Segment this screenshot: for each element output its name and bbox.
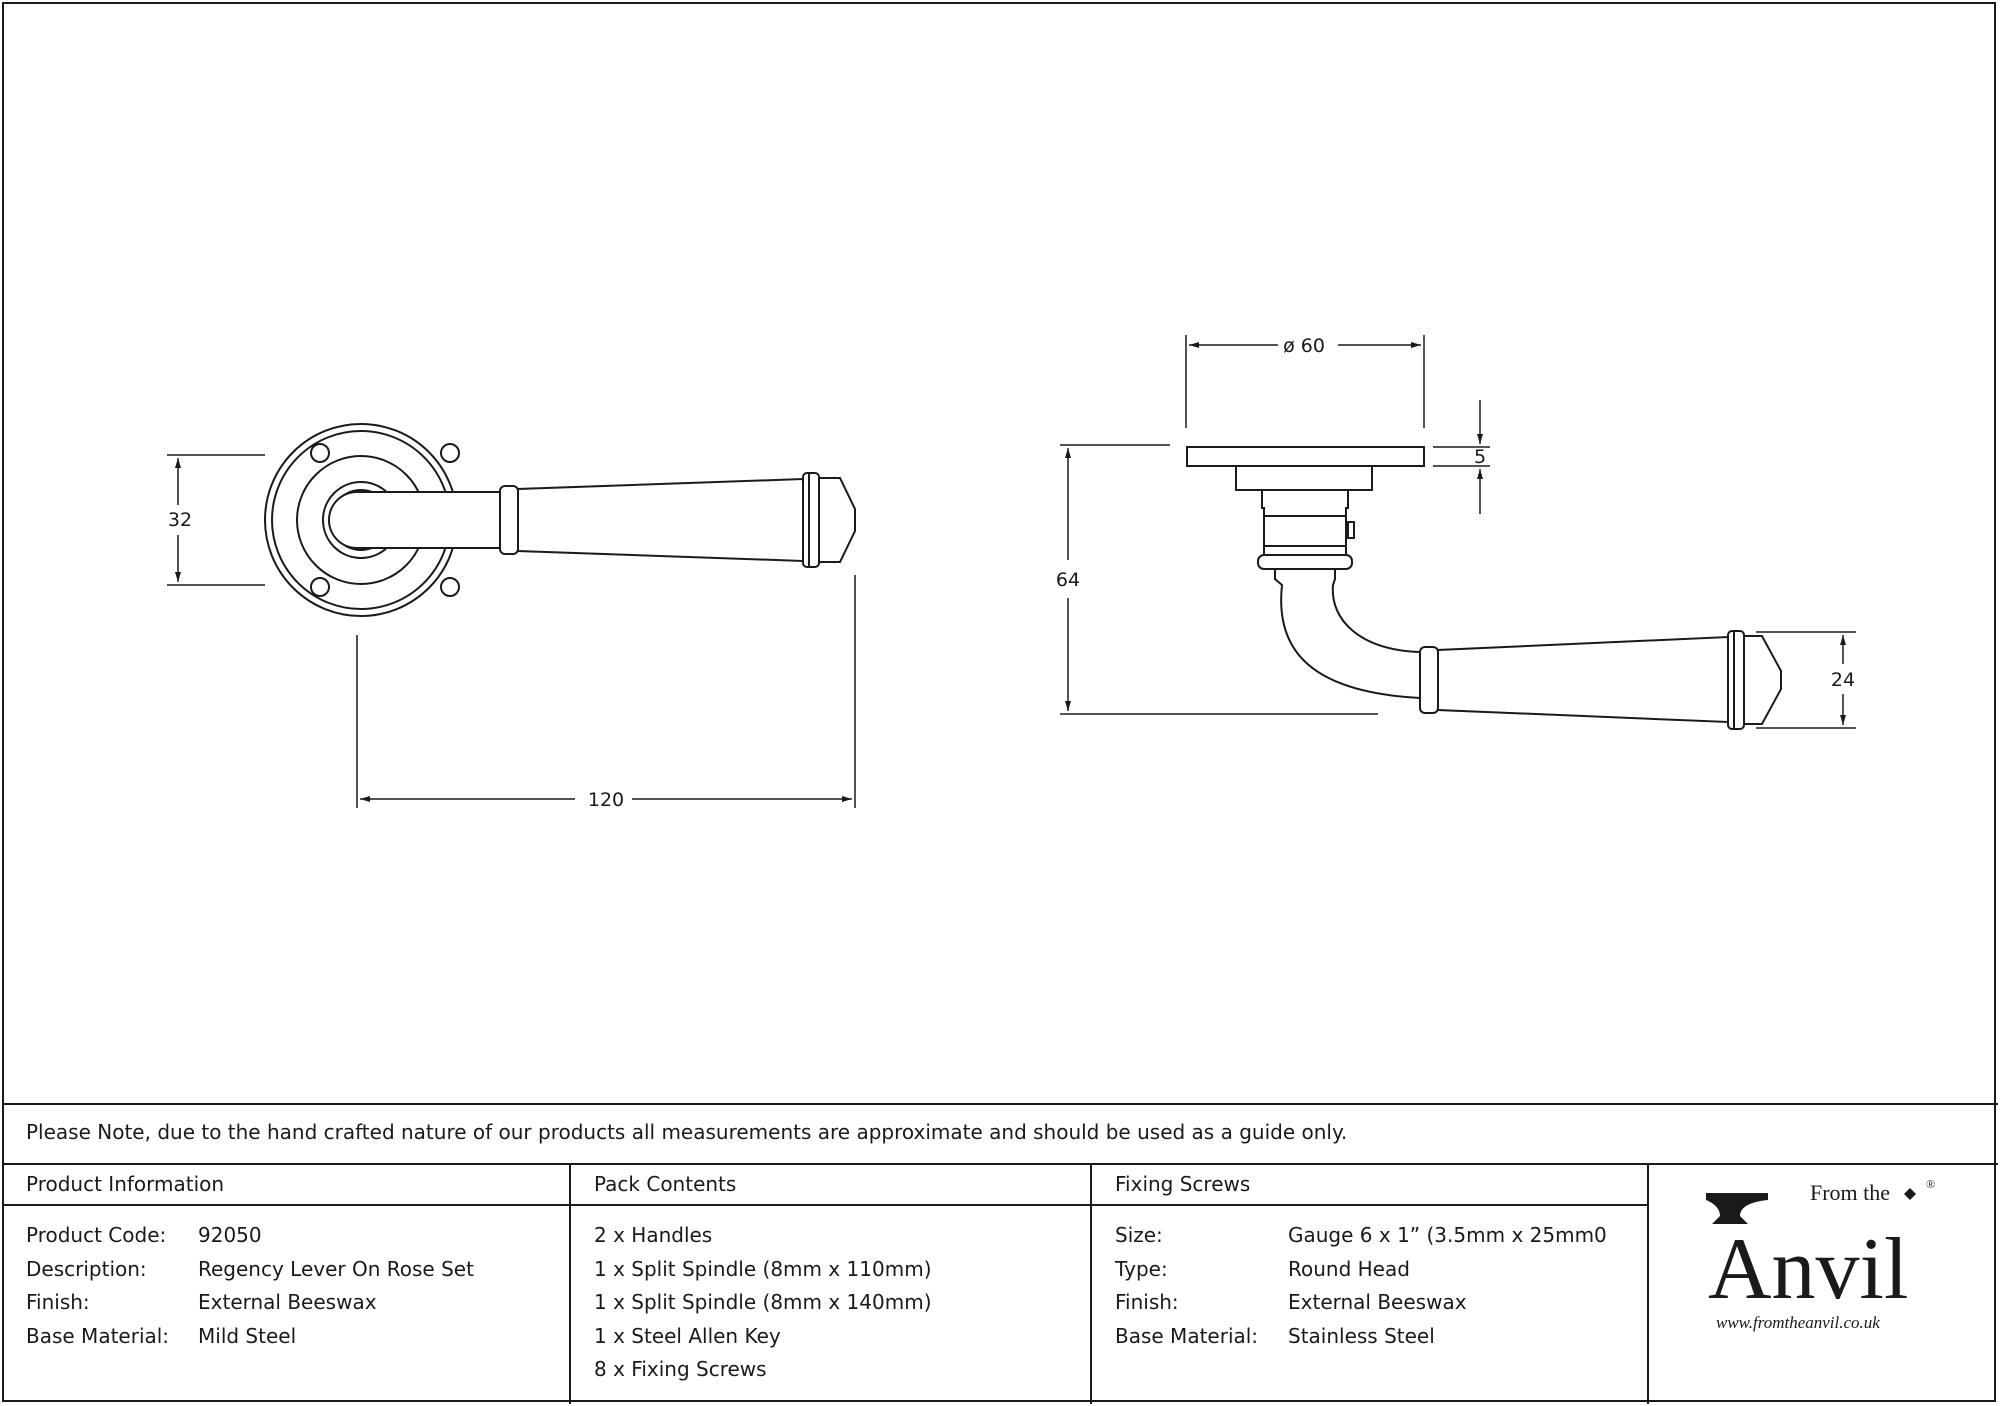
base-material-label: Base Material: (26, 1324, 170, 1348)
rose-boss-side (1235, 465, 1373, 491)
diamond-icon (1904, 1188, 1916, 1200)
grub-screw (1347, 521, 1355, 539)
description-value: Regency Lever On Rose Set (198, 1257, 474, 1281)
screw-type-label: Type: (1115, 1257, 1168, 1281)
description-label: Description: (26, 1257, 147, 1281)
front-dimensions (167, 454, 856, 808)
screw-size-label: Size: (1115, 1223, 1163, 1247)
lever-end-collar-side (1727, 630, 1745, 730)
lever-arm-side (1437, 635, 1729, 724)
screw-hole (440, 577, 460, 597)
side-view (1186, 446, 1782, 730)
product-info-title: Product Information (26, 1172, 225, 1196)
lever-arm (517, 477, 804, 563)
dim-front-height: 32 (168, 509, 192, 531)
rose-plate (1186, 446, 1425, 467)
lever-tip-side (1743, 635, 1782, 725)
pack-item: 1 x Split Spindle (8mm x 140mm) (594, 1290, 932, 1314)
dim-front-length: 120 (588, 789, 624, 811)
screw-size-value: Gauge 6 x 1” (3.5mm x 25mm0 (1288, 1223, 1607, 1247)
logo-from-the: From the (1810, 1180, 1890, 1205)
finish-label: Finish: (26, 1290, 90, 1314)
base-material-value: Mild Steel (198, 1324, 297, 1348)
logo-url: www.fromtheanvil.co.uk (1716, 1313, 1880, 1332)
logo-brand: Anvil (1708, 1221, 1908, 1318)
lever-bend (1274, 568, 1421, 700)
finish-value: External Beeswax (198, 1290, 377, 1314)
product-code-value: 92050 (198, 1223, 262, 1247)
neck-collar (1257, 554, 1353, 570)
pack-item: 1 x Split Spindle (8mm x 110mm) (594, 1257, 932, 1281)
lever-neck (328, 491, 501, 549)
screw-hole (310, 443, 330, 463)
product-code-label: Product Code: (26, 1223, 167, 1247)
screw-hole (310, 577, 330, 597)
dim-side-lever-height: 24 (1831, 669, 1855, 691)
dim-side-rose-thickness: 5 (1474, 446, 1486, 468)
pack-item: 8 x Fixing Screws (594, 1357, 767, 1381)
pack-contents-title: Pack Contents (594, 1172, 737, 1196)
screw-material-label: Base Material: (1115, 1324, 1259, 1348)
screw-material-value: Stainless Steel (1288, 1324, 1435, 1348)
from-the-anvil-logo: From the ® Anvil www.fromtheanvil.co.uk (1706, 1177, 1935, 1332)
side-dimensions (1060, 335, 1856, 729)
screw-finish-label: Finish: (1115, 1290, 1179, 1314)
anvil-icon (1706, 1193, 1768, 1224)
lever-collar (499, 485, 519, 555)
pack-item: 2 x Handles (594, 1223, 713, 1247)
screw-finish-value: External Beeswax (1288, 1290, 1467, 1314)
lever-end-collar (802, 472, 820, 568)
dim-side-height: 64 (1056, 569, 1080, 591)
lever-tip (818, 477, 856, 563)
pack-item: 1 x Steel Allen Key (594, 1324, 781, 1348)
screw-type-value: Round Head (1288, 1257, 1410, 1281)
measurement-note: Please Note, due to the hand crafted nat… (26, 1120, 1348, 1144)
dim-side-diameter: ø 60 (1283, 335, 1325, 357)
logo-registered: ® (1926, 1177, 1935, 1191)
screw-hole (440, 443, 460, 463)
lever-collar-side (1419, 646, 1439, 714)
fixing-screws-title: Fixing Screws (1115, 1172, 1251, 1196)
front-view (264, 423, 856, 617)
info-table-grid (2, 1103, 1998, 1404)
